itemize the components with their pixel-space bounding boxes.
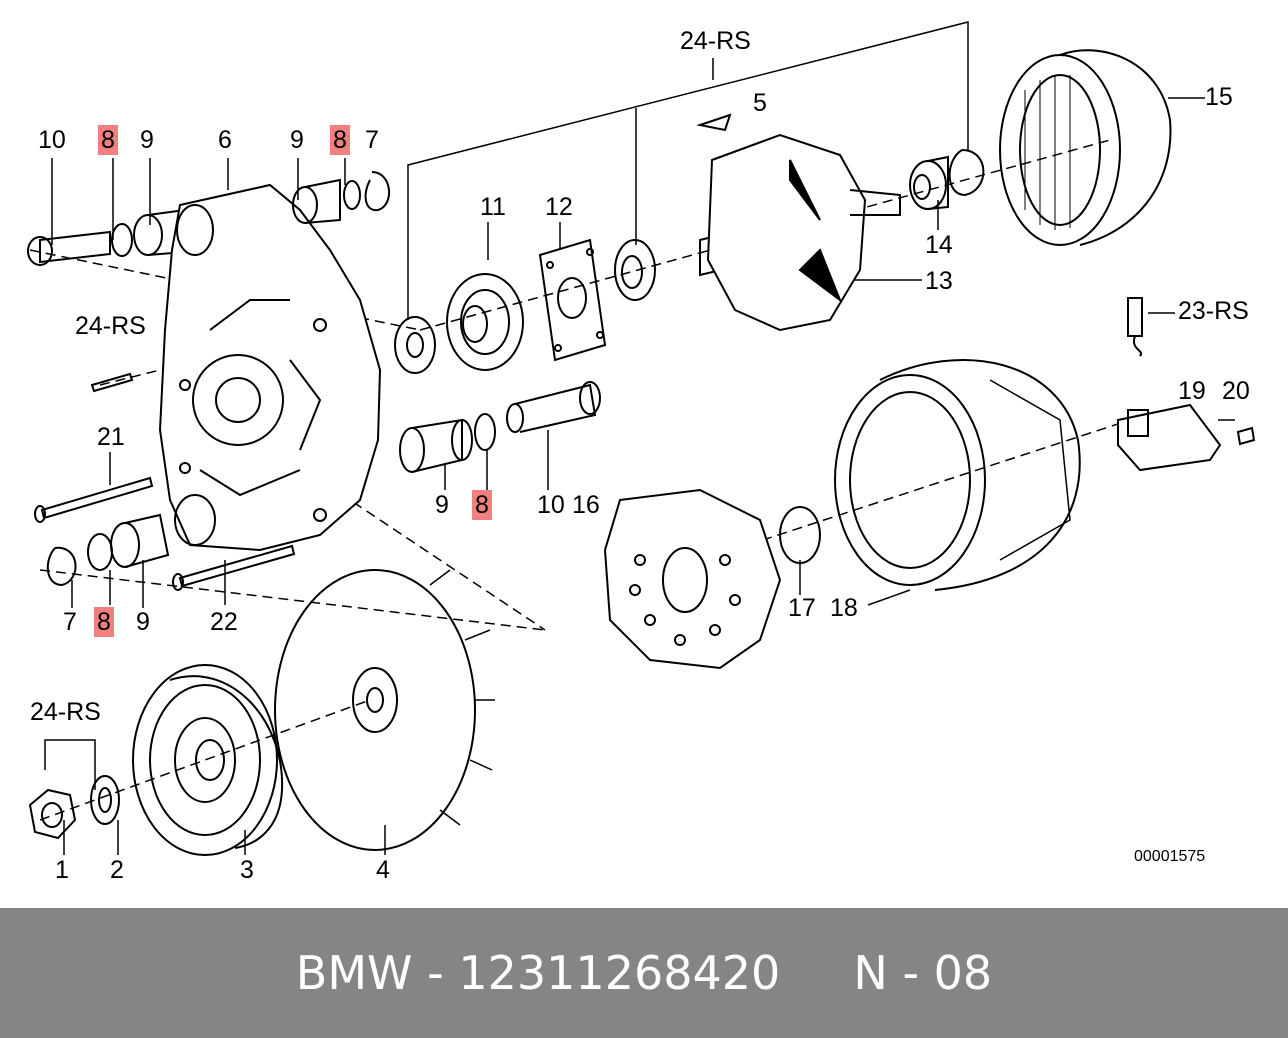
label-part-10: 10 <box>38 126 66 154</box>
part-10-bushing <box>27 230 111 266</box>
spring-clip <box>948 149 985 197</box>
label-part-6: 6 <box>218 126 232 154</box>
label-part-16: 16 <box>572 491 600 519</box>
part-21-bolt <box>34 476 154 523</box>
label-part-20: 20 <box>1222 377 1250 405</box>
part-11-bearing <box>394 273 524 374</box>
label-part-7: 7 <box>63 608 77 636</box>
label-part-2: 2 <box>110 856 124 884</box>
spacer-ring <box>614 239 656 301</box>
part-8-ring-upper <box>343 180 361 210</box>
label-part-9: 9 <box>290 126 304 154</box>
label-part-8-highlighted: 8 <box>98 125 118 155</box>
part-7-circlip-upper <box>364 171 391 212</box>
label-part-17: 17 <box>788 594 816 622</box>
label-part-22: 22 <box>210 608 238 636</box>
label-part-9: 9 <box>140 126 154 154</box>
part-number-text: BMW - 12311268420 N - 08 <box>295 946 993 1000</box>
part-16-rectifier <box>603 488 782 670</box>
part-8-ring-middle <box>474 413 496 451</box>
part-8-ring-lower <box>87 533 113 571</box>
part-1-nut <box>28 788 77 840</box>
label-part-24rs: 24-RS <box>30 698 101 726</box>
part-6-end-housing <box>158 183 382 552</box>
part-23rs-brush <box>1127 297 1143 357</box>
label-part-24rs: 24-RS <box>75 312 146 340</box>
label-part-11: 11 <box>480 193 506 221</box>
part-17-o-ring <box>779 506 821 564</box>
part-2-washer <box>90 775 120 825</box>
part-9-sleeve-lower <box>110 513 170 568</box>
label-part-8-highlighted: 8 <box>94 607 114 637</box>
label-part-12: 12 <box>545 193 573 221</box>
part-4-fan <box>274 569 495 851</box>
label-part-18: 18 <box>830 594 858 622</box>
part-10-bushing-middle <box>506 381 601 433</box>
label-part-8-highlighted: 8 <box>472 490 492 520</box>
part-24rs-screw-left <box>90 372 134 393</box>
label-part-19: 19 <box>1178 377 1206 405</box>
part-number-footer: BMW - 12311268420 N - 08 <box>0 908 1288 1038</box>
label-part-7: 7 <box>365 126 379 154</box>
label-part-14: 14 <box>925 231 953 259</box>
drawing-code: 00001575 <box>1134 848 1206 865</box>
part-12-plate <box>538 238 607 362</box>
part-14-bearing <box>909 155 949 210</box>
label-part-3: 3 <box>240 856 254 884</box>
part-20-screw <box>1236 426 1256 446</box>
label-part-10: 10 <box>537 491 565 519</box>
label-part-15: 15 <box>1205 83 1233 111</box>
label-part-23rs: 23-RS <box>1178 297 1249 325</box>
label-part-21: 21 <box>97 423 125 451</box>
label-part-5: 5 <box>753 89 767 117</box>
part-19-regulator <box>1117 403 1222 472</box>
part-18-housing <box>834 359 1081 591</box>
part-9-sleeve-middle <box>399 418 473 473</box>
part-13-rotor <box>696 113 901 332</box>
label-part-13: 13 <box>925 267 953 295</box>
part-7-circlip-lower <box>46 546 77 587</box>
part-22-bolt <box>172 544 296 591</box>
exploded-parts-diagram: 10 8 9 6 9 8 7 24-RS 5 15 24-RS 11 12 14… <box>27 21 1256 884</box>
label-part-9: 9 <box>136 608 150 636</box>
label-part-9: 9 <box>435 491 449 519</box>
label-part-4: 4 <box>376 856 390 884</box>
diagram-drawing <box>27 21 1256 856</box>
label-part-8-highlighted: 8 <box>330 125 350 155</box>
part-8-ring-top <box>111 223 133 257</box>
label-part-1: 1 <box>55 856 69 884</box>
part-3-pulley <box>132 664 284 856</box>
part-9-sleeve-upper <box>292 178 341 224</box>
label-part-24rs: 24-RS <box>680 27 751 55</box>
part-15-stator <box>999 49 1172 246</box>
